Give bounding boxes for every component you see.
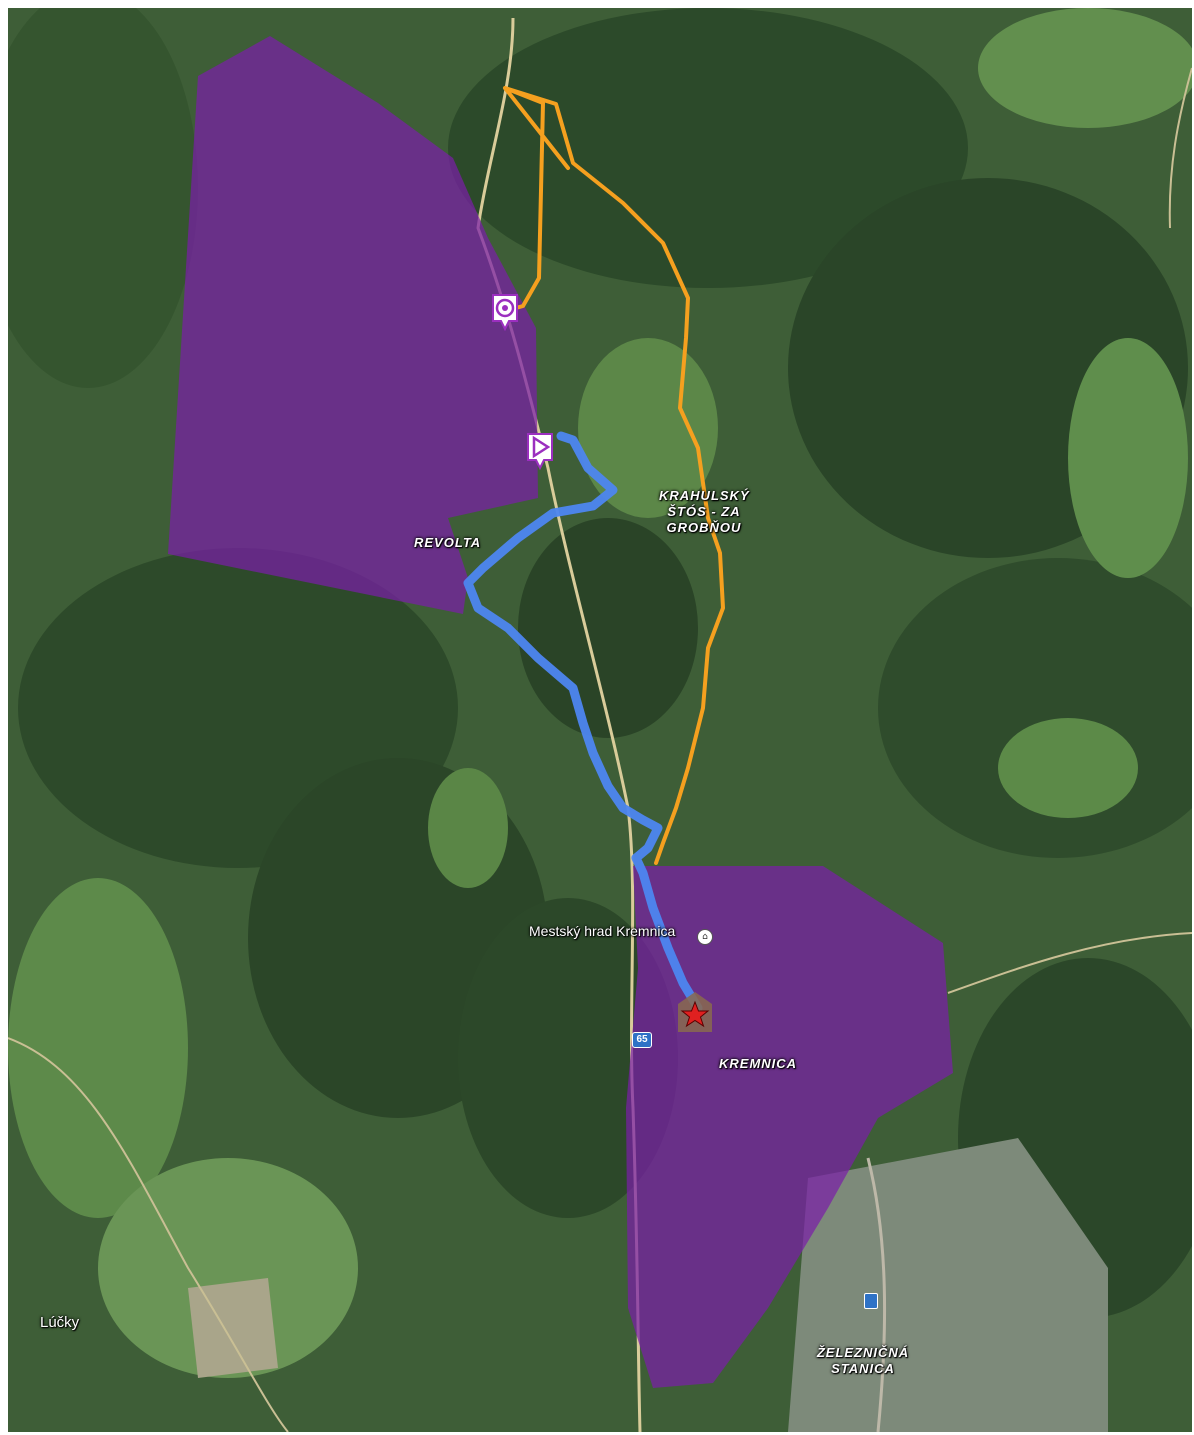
label-station: ŽELEZNIČNÁ STANICA xyxy=(808,1345,918,1377)
field xyxy=(188,1278,278,1378)
target-icon xyxy=(495,298,515,318)
railway xyxy=(866,1157,887,1432)
forest-patch xyxy=(458,898,678,1218)
play-triangle-icon xyxy=(532,435,551,459)
castle-icon[interactable]: ⌂ xyxy=(697,929,713,945)
label-krahulsky-line1: KRAHULSKÝ xyxy=(659,488,750,503)
forest-patch xyxy=(518,518,698,738)
meadow xyxy=(98,1158,358,1378)
blue-route xyxy=(463,431,703,1013)
start-pin[interactable] xyxy=(526,432,554,470)
target-pin[interactable] xyxy=(491,293,519,331)
road-shield-65: 65 xyxy=(632,1032,652,1048)
forest-patch xyxy=(448,8,968,288)
urban-area xyxy=(788,1138,1108,1432)
label-krahulsky-line2: ŠTÓS - ZA xyxy=(667,504,741,519)
label-revolta: REVOLTA xyxy=(414,535,482,550)
meadow xyxy=(998,718,1138,818)
label-krahulsky-line3: GROBŇOU xyxy=(666,520,742,535)
satellite-map[interactable] xyxy=(8,8,1192,1432)
meadow xyxy=(978,8,1192,128)
meadow xyxy=(1068,338,1188,578)
destination-pin[interactable] xyxy=(674,990,716,1038)
side-road xyxy=(1168,67,1192,229)
star-icon xyxy=(680,1000,710,1028)
side-road xyxy=(947,932,1192,994)
label-kremnica: KREMNICA xyxy=(719,1056,798,1071)
label-castle[interactable]: Mestský hrad Kremnica xyxy=(529,923,676,939)
area-kremnica xyxy=(626,866,953,1388)
bus-stop-icon[interactable] xyxy=(864,1293,878,1309)
label-station-line2: STANICA xyxy=(831,1361,895,1376)
map-view[interactable]: ⌂ 65 REVOLTA KRAHULSKÝ ŠTÓS - ZA GROBŇOU… xyxy=(8,8,1192,1432)
label-lucky: Lúčky xyxy=(40,1314,80,1331)
side-road xyxy=(8,1037,289,1432)
label-krahulsky: KRAHULSKÝ ŠTÓS - ZA GROBŇOU xyxy=(659,488,749,536)
forest-patch xyxy=(8,8,198,388)
meadow xyxy=(8,878,188,1218)
label-station-line1: ŽELEZNIČNÁ xyxy=(816,1345,910,1360)
meadow xyxy=(428,768,508,888)
area-revolta xyxy=(168,36,538,614)
